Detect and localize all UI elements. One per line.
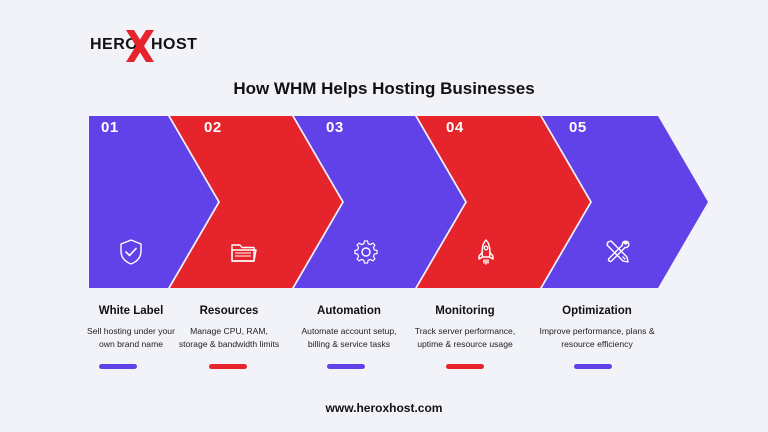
step-heading: White Label [98, 305, 164, 317]
logo-text-hero: HERO [90, 36, 139, 53]
step-number: 05 [569, 119, 587, 136]
step-number: 02 [204, 119, 222, 136]
shield-check-icon [120, 239, 142, 265]
step-card-white-label: White Label Sell hosting under your own … [56, 305, 206, 351]
logo-x-icon [126, 30, 154, 62]
step-number: 04 [446, 119, 464, 136]
step-number: 03 [326, 119, 344, 136]
rocket-icon [478, 239, 494, 265]
arrow-step-05 [542, 116, 708, 288]
step-heading: Monitoring [435, 305, 495, 317]
arrow-step-04 [417, 116, 590, 288]
accent-bar [99, 364, 137, 369]
arrow-step-02 [170, 116, 342, 288]
step-heading: Resources [199, 305, 259, 317]
step-description-line: Improve performance, plans & [539, 326, 655, 336]
gear-icon [354, 240, 378, 264]
step-heading: Automation [317, 305, 381, 317]
step-card-monitoring: Monitoring Track server performance, upt… [390, 305, 540, 351]
website-link[interactable]: www.heroxhost.com [325, 401, 443, 415]
step-description-line: billing & service tasks [307, 339, 391, 349]
step-card-automation: Automation Automate account setup, billi… [274, 305, 424, 351]
accent-bar [574, 364, 612, 369]
accent-bar [446, 364, 484, 369]
step-description-line: Automate account setup, [301, 326, 397, 336]
step-number: 01 [101, 119, 119, 136]
logo-text-host: HOST [151, 36, 198, 53]
step-description-line: uptime & resource usage [417, 339, 513, 349]
brand-logo: HERO HOST [90, 26, 200, 66]
step-description-line: storage & bandwidth limits [178, 339, 280, 349]
step-card-optimization: Optimization Improve performance, plans … [522, 305, 672, 351]
step-heading: Optimization [562, 305, 632, 317]
step-description-line: Sell hosting under your [87, 326, 175, 336]
arrow-step-03 [294, 116, 465, 288]
step-card-resources: Resources Manage CPU, RAM, storage & ban… [154, 305, 304, 351]
step-description-line: own brand name [98, 339, 164, 349]
step-description-line: Manage CPU, RAM, [190, 326, 268, 336]
page-title: How WHM Helps Hosting Businesses [233, 79, 535, 98]
step-description-line: resource efficiency [561, 339, 633, 349]
step-description-line: Track server performance, [414, 326, 516, 336]
tools-icon [606, 240, 630, 263]
folder-icon [231, 244, 257, 262]
accent-bar [327, 364, 365, 369]
accent-bar [209, 364, 247, 369]
